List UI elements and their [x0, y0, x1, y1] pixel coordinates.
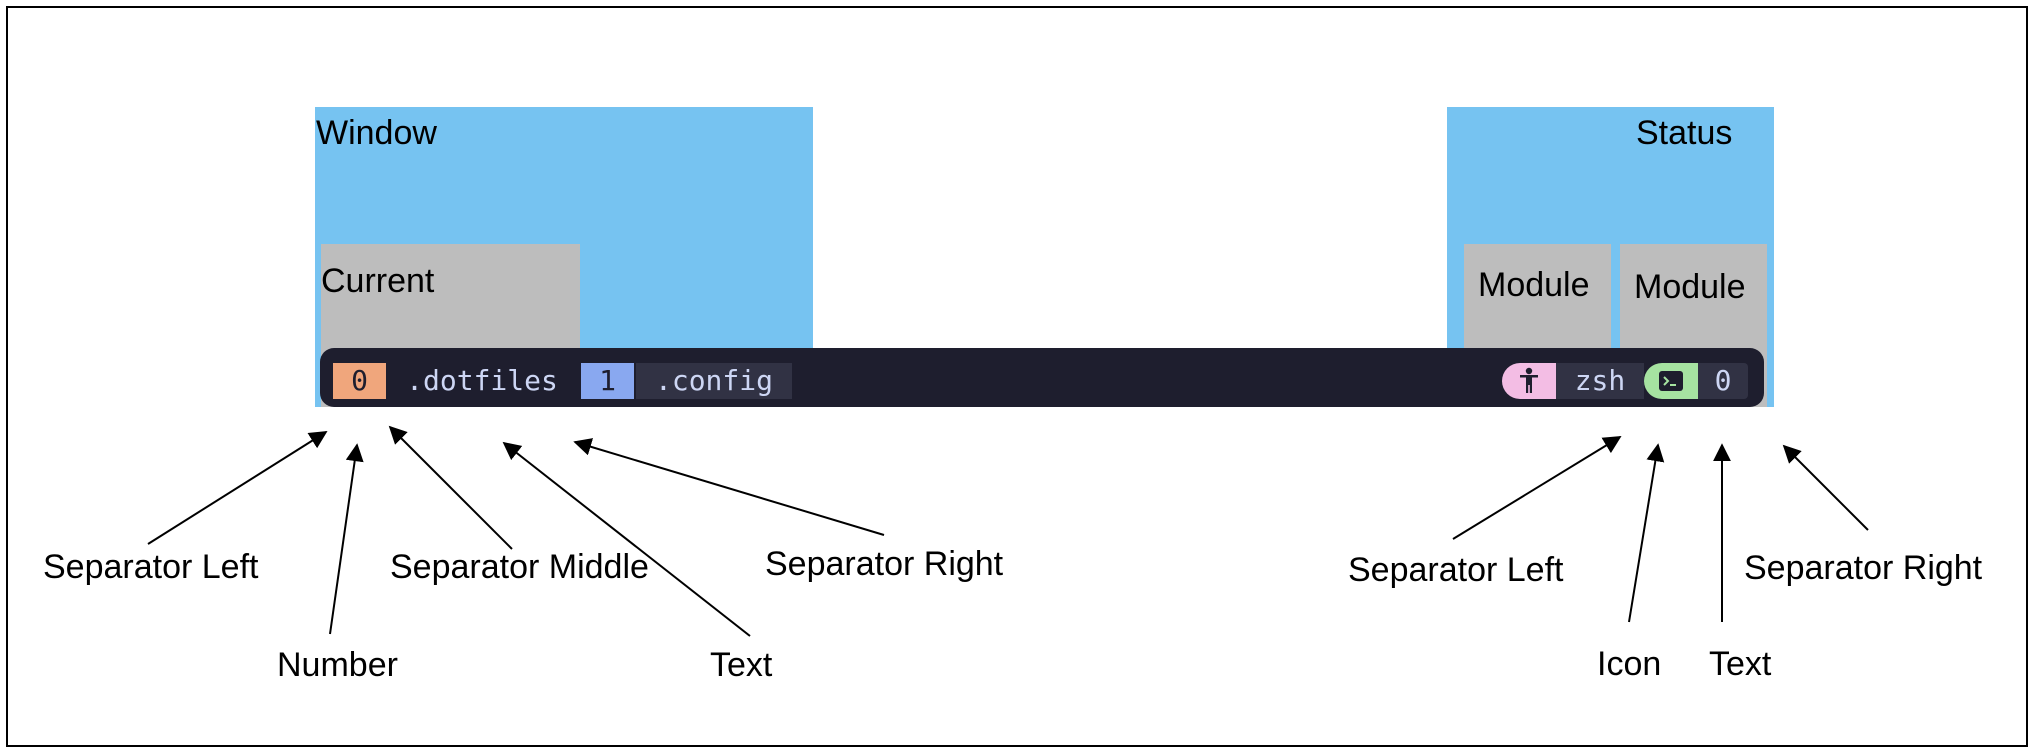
diagram-frame — [6, 6, 2028, 747]
callout-separator-middle: Separator Middle — [390, 548, 649, 586]
terminal-icon — [1644, 363, 1698, 399]
window-name-config[interactable]: .config — [636, 363, 792, 399]
current-window-label: Current — [321, 262, 435, 300]
callout-separator-left-window: Separator Left — [43, 548, 259, 586]
arrow-number — [329, 443, 364, 635]
window-name-dotfiles[interactable]: .dotfiles — [391, 363, 573, 399]
module-label-2: Module — [1634, 268, 1746, 306]
callout-number: Number — [277, 646, 398, 684]
user-icon — [1502, 363, 1556, 399]
arrow-text-1 — [502, 441, 751, 637]
arrow-sep-mid — [388, 425, 513, 550]
callout-separator-right-window: Separator Right — [765, 545, 1004, 583]
arrow-icon — [1628, 443, 1665, 623]
window-number-0[interactable]: 0 — [333, 363, 386, 399]
callout-separator-right-status: Separator Right — [1744, 549, 1983, 587]
status-region-label: Status — [1636, 114, 1733, 152]
arrow-sep-right-2 — [1782, 444, 1869, 531]
callout-separator-left-status: Separator Left — [1348, 551, 1564, 589]
window-region-label: Window — [316, 114, 437, 152]
module-label-1: Module — [1478, 266, 1590, 304]
arrow-sep-left-2 — [1452, 436, 1622, 540]
callout-icon: Icon — [1597, 645, 1662, 683]
callout-text-status: Text — [1709, 645, 1772, 683]
module-text-zsh: zsh — [1556, 363, 1644, 399]
module-text-count: 0 — [1698, 363, 1748, 399]
arrow-sep-right-1 — [573, 438, 885, 536]
window-number-1[interactable]: 1 — [581, 363, 634, 399]
arrow-sep-left-1 — [147, 431, 328, 545]
callout-text-window: Text — [710, 646, 773, 684]
